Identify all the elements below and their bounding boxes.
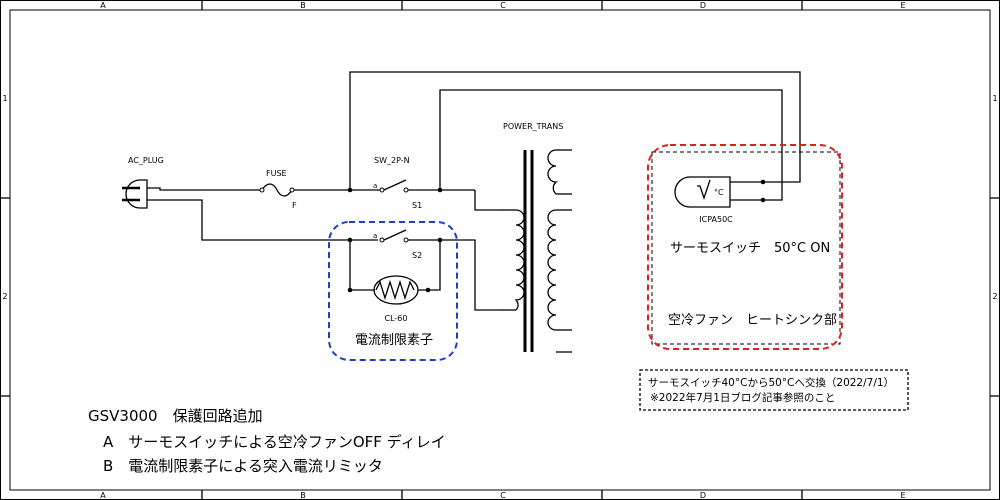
drawing-title: GSV3000 保護回路追加	[88, 407, 263, 425]
col-label-c: C	[500, 1, 506, 10]
switch-s2-label: S2	[412, 251, 422, 260]
title-line-b: B 電流制限素子による突入電流リミッタ	[103, 457, 383, 475]
inrush-limiter-box	[328, 221, 458, 361]
switch-s1-contact-mark: a	[373, 182, 377, 190]
note-line-2: ※2022年7月1日ブログ記事参照のこと	[650, 391, 835, 404]
thermistor-label: CL-60	[385, 314, 408, 323]
thermostat-dashed-frame	[651, 151, 841, 345]
col-label-d: D	[700, 1, 706, 10]
thermostat-setting-label: サーモスイッチ 50°C ON	[670, 241, 830, 256]
row-label-1-right: 1	[992, 94, 997, 103]
col-label-b: B	[300, 1, 306, 10]
inrush-limiter-label: 電流制限素子	[355, 333, 433, 348]
thermostat-box	[647, 144, 843, 350]
switch-s1-icon	[379, 179, 409, 193]
switch-s2-icon	[379, 229, 409, 243]
note-box	[639, 369, 909, 411]
thermostat-icon	[674, 176, 763, 208]
col-label-b-bottom: B	[300, 491, 306, 500]
fuse-ref-label: F	[292, 201, 297, 210]
col-label-a: A	[100, 1, 106, 10]
row-label-2: 2	[2, 292, 7, 301]
row-label-1: 1	[2, 94, 7, 103]
col-label-c-bottom: C	[500, 491, 506, 500]
row-label-2-right: 2	[992, 292, 997, 301]
fuse-label: FUSE	[266, 169, 287, 178]
fan-heatsink-label: 空冷ファン ヒートシンク部	[668, 313, 837, 328]
col-label-a-bottom: A	[100, 491, 106, 500]
switch-label: SW_2P-N	[374, 156, 410, 165]
thermistor-icon	[373, 275, 419, 305]
ac-plug-icon	[122, 179, 148, 209]
note-line-1: サーモスイッチ40°Cから50°Cへ交換（2022/7/1）	[648, 376, 894, 389]
transformer-icon	[500, 149, 572, 353]
thermostat-unit-label: °C	[714, 188, 724, 197]
ac-plug-label: AC_PLUG	[128, 156, 164, 165]
col-label-e: E	[900, 1, 905, 10]
junction-dots	[347, 179, 766, 293]
switch-s2-contact-mark: a	[373, 232, 377, 240]
thermostat-part-label: ICPA50C	[699, 215, 733, 224]
title-line-a: A サーモスイッチによる空冷ファンOFF ディレイ	[103, 433, 446, 451]
col-label-d-bottom: D	[700, 491, 706, 500]
switch-s1-label: S1	[412, 201, 422, 210]
transformer-label: POWER_TRANS	[503, 122, 563, 131]
col-label-e-bottom: E	[900, 491, 905, 500]
fuse-icon	[259, 183, 295, 197]
